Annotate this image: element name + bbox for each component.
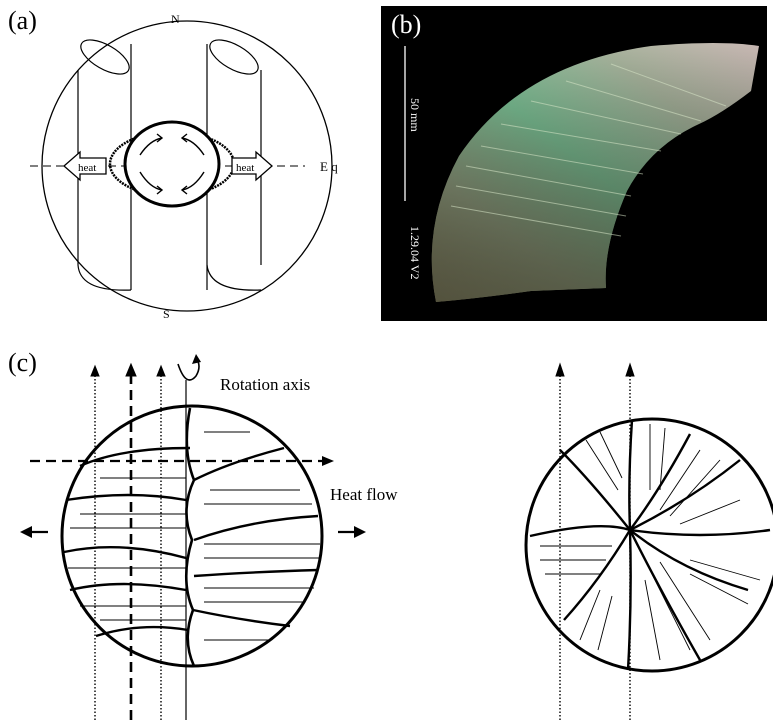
sphere-right xyxy=(526,364,773,720)
rotation-axis-label: Rotation axis xyxy=(220,375,310,394)
heat-arrow-left: heat xyxy=(64,152,106,180)
heat-arrow-right: heat xyxy=(232,152,272,180)
heat-label-right: heat xyxy=(236,162,254,174)
equator-label: E q xyxy=(320,159,338,174)
sphere-left: Rotation axis Heat flow xyxy=(20,354,398,720)
sphere-left-outline xyxy=(62,406,322,666)
panel-b-label: (b) xyxy=(391,12,421,38)
heat-flow-arrow-left xyxy=(20,526,48,538)
heat-label-left: heat xyxy=(78,162,96,174)
north-label: N xyxy=(171,12,180,26)
heat-flow-label: Heat flow xyxy=(330,485,398,504)
south-label: S xyxy=(163,307,170,320)
specimen-image: 50 mm 1.29.04 V2 xyxy=(381,6,767,321)
heat-flow-arrow-right xyxy=(338,526,366,538)
specimen-id: 1.29.04 V2 xyxy=(408,226,422,279)
inner-core xyxy=(125,122,219,206)
hatch-lines-left xyxy=(68,432,320,640)
panel-b-photo: 50 mm 1.29.04 V2 (b) xyxy=(381,6,767,321)
hatch-lines-right xyxy=(540,424,760,660)
panel-a-diagram: N S E q heat heat xyxy=(0,0,370,320)
scale-bar-text: 50 mm xyxy=(408,98,422,132)
panel-c-diagram: Rotation axis Heat flow xyxy=(0,340,773,720)
